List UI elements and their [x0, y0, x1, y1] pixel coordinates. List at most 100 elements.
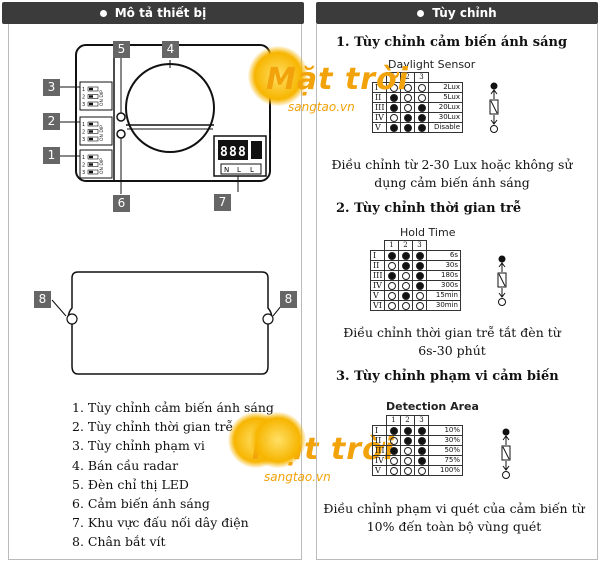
dip-switch-label: ON DIP	[99, 90, 105, 106]
dip-switch-number: 1	[82, 87, 85, 93]
switch-cell	[386, 122, 401, 133]
table-title: Daylight Sensor	[388, 58, 476, 71]
switch-on-icon	[415, 262, 424, 270]
bullet-icon	[99, 9, 107, 17]
terminal-label-n: N	[224, 166, 229, 174]
switch-cell	[414, 122, 429, 133]
switch-cell	[414, 92, 429, 103]
switch-cell	[384, 260, 399, 271]
row-label: IV	[372, 112, 387, 123]
setting-value: 20Lux	[428, 102, 463, 113]
dip-switch-knob	[89, 170, 93, 174]
dip-switch-knob	[89, 95, 93, 98]
setting-value: 5Lux	[428, 92, 463, 103]
row-label: V	[372, 465, 387, 476]
panel-header: Tùy chỉnh	[316, 2, 598, 24]
legend-item: 8. Chân bắt vít	[72, 534, 166, 550]
increase-decrease-arrows-icon	[497, 255, 507, 306]
switch-cell	[400, 455, 415, 466]
switch-off-icon	[389, 467, 398, 475]
dip-switch-number: 3	[82, 170, 85, 176]
switch-off-icon	[401, 272, 410, 280]
dip-switch-knob	[89, 155, 93, 159]
switch-on-icon	[415, 272, 424, 280]
dip-switch-label: ON DIP	[99, 125, 105, 141]
switch-off-icon	[403, 94, 412, 102]
setting-value: 6s	[426, 250, 461, 261]
light-sensor	[116, 129, 126, 139]
switch-off-icon	[415, 302, 424, 310]
column-header: 3	[414, 72, 429, 83]
section-title-hold-time: 2. Tùy chỉnh thời gian trễ	[336, 201, 522, 216]
panel-header-title: Mô tả thiết bị	[114, 6, 207, 20]
switch-cell	[386, 92, 401, 103]
switch-off-icon	[403, 447, 412, 455]
switch-cell	[414, 435, 429, 446]
svg-text:8: 8	[220, 145, 228, 160]
header-spacer	[372, 72, 387, 83]
switch-cell	[412, 290, 427, 301]
switch-cell	[386, 435, 401, 446]
switch-cell	[398, 270, 413, 281]
switch-cell	[384, 280, 399, 291]
bullet-icon	[417, 9, 425, 17]
switch-cell	[414, 425, 429, 436]
panel-frame	[8, 24, 302, 560]
panel-header-title: Tùy chỉnh	[432, 6, 497, 20]
dip-switch-knob	[89, 122, 93, 126]
switch-cell	[384, 290, 399, 301]
column-header: 3	[412, 240, 427, 251]
legend-item: 7. Khu vực đấu nối dây điện	[72, 515, 249, 531]
svg-text:8: 8	[238, 145, 246, 160]
callout-7: 7	[214, 194, 231, 211]
column-header: 2	[400, 72, 415, 83]
row-label: IV	[372, 455, 387, 466]
switch-on-icon	[403, 114, 412, 122]
setting-value: 15min	[426, 290, 461, 301]
switch-off-icon	[389, 457, 398, 465]
section-description: Điều chỉnh thời gian trễ tắt đèn từ 6s-3…	[343, 325, 561, 358]
switch-off-icon	[403, 467, 412, 475]
switch-cell	[400, 92, 415, 103]
callout-8-left: 8	[34, 291, 51, 308]
section-title-detection-area: 3. Tùy chỉnh phạm vi cảm biến	[336, 369, 559, 384]
switch-cell	[400, 425, 415, 436]
legend-list: 1. Tùy chỉnh cảm biến ánh sáng 2. Tùy ch…	[72, 398, 274, 552]
device-bottom-diagram	[51, 271, 287, 375]
callout-5: 5	[113, 41, 130, 58]
column-header: 2	[398, 240, 413, 251]
legend-item: 5. Đèn chỉ thị LED	[72, 476, 189, 492]
switch-off-icon	[403, 104, 412, 112]
switch-cell	[412, 280, 427, 291]
switch-cell	[412, 300, 427, 311]
panel-header: Mô tả thiết bị	[2, 2, 304, 24]
header-spacer	[372, 415, 387, 426]
terminal-label-l1: L	[237, 166, 241, 174]
callout-1: 1	[43, 147, 60, 164]
switch-on-icon	[389, 427, 398, 435]
switch-cell	[412, 260, 427, 271]
switch-cell	[400, 82, 415, 93]
switch-cell	[400, 465, 415, 476]
switch-off-icon	[417, 84, 426, 92]
dip-switch-number: 1	[82, 122, 85, 128]
header-spacer	[426, 240, 461, 251]
switch-cell	[384, 300, 399, 311]
switch-on-icon	[417, 124, 426, 132]
section-description: Điều chỉnh từ 2-30 Lux hoặc không sử dụn…	[331, 157, 573, 190]
switch-off-icon	[389, 437, 398, 445]
radar-dome	[125, 63, 215, 153]
